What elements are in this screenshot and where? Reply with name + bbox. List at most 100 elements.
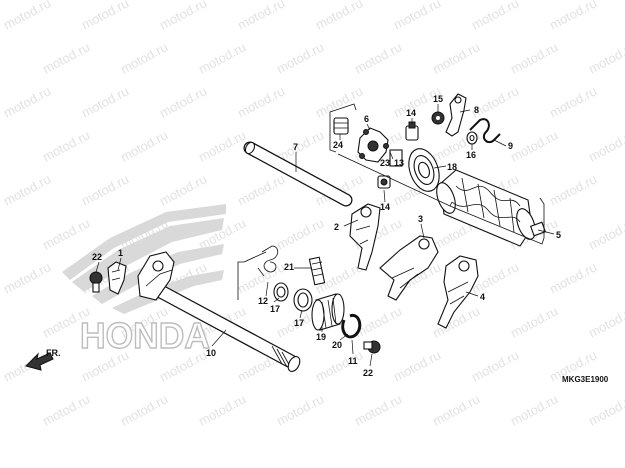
- watermark-layer: motod.ru motod.ru motod.ru motod.ru motod.ru…: [1, 0, 625, 429]
- watermark-text: motod.ru: [508, 391, 560, 428]
- part-17-washer-b: [293, 288, 313, 312]
- part-9-stopper-spring: [469, 118, 501, 144]
- callout-6: 6: [364, 114, 369, 124]
- callout-13: 13: [394, 158, 404, 168]
- watermark-text: motod.ru: [391, 347, 443, 384]
- watermark-text: motod.ru: [274, 391, 326, 428]
- callout-14-top: 14: [406, 108, 416, 118]
- callout-16: 16: [466, 150, 476, 160]
- watermark-text: motod.ru: [79, 83, 131, 120]
- callout-14-bottom: 14: [380, 202, 390, 212]
- watermark-text: motod.ru: [274, 215, 326, 252]
- watermark-text: motod.ru: [469, 83, 521, 120]
- callout-8: 8: [474, 105, 479, 115]
- part-18-bearing: [408, 148, 440, 192]
- watermark-text: motod.ru: [235, 83, 287, 120]
- watermark-text: motod.ru: [118, 127, 170, 164]
- watermark-text: motod.ru: [469, 347, 521, 384]
- callout-9: 9: [508, 141, 513, 151]
- watermark-text: motod.ru: [1, 83, 53, 120]
- callout-21: 21: [284, 262, 294, 272]
- callout-7: 7: [293, 142, 298, 152]
- watermark-text: motod.ru: [157, 83, 209, 120]
- watermark-text: motod.ru: [274, 39, 326, 76]
- front-direction-arrow: FR.: [25, 348, 61, 371]
- watermark-text: motod.ru: [79, 0, 131, 33]
- part-3-shift-fork: [379, 235, 439, 301]
- watermark-text: motod.ru: [40, 39, 92, 76]
- watermark-text: motod.ru: [40, 215, 92, 252]
- callout-19: 19: [316, 332, 326, 342]
- front-direction-label: FR.: [46, 348, 61, 358]
- callout-17-b: 17: [294, 318, 304, 328]
- drum-group-bracket: [329, 103, 545, 245]
- part-16-washer: [466, 131, 478, 145]
- watermark-text: motod.ru: [352, 39, 404, 76]
- callout-4: 4: [480, 292, 485, 302]
- part-14-bolt-bottom: [377, 175, 391, 189]
- watermark-text: motod.ru: [547, 0, 599, 33]
- callout-24: 24: [333, 140, 343, 150]
- watermark-text: motod.ru: [118, 39, 170, 76]
- part-13-pin: [389, 149, 403, 167]
- watermark-text: motod.ru: [586, 303, 625, 340]
- watermark-text: motod.ru: [196, 127, 248, 164]
- watermark-text: motod.ru: [430, 39, 482, 76]
- part-19-needle-bearing: [311, 293, 345, 331]
- watermark-text: motod.ru: [547, 83, 599, 120]
- part-22-bolt-right: [363, 340, 381, 354]
- watermark-text: motod.ru: [586, 391, 625, 428]
- part-15-bolt: [431, 111, 445, 125]
- part-1-return-spring: [107, 261, 127, 295]
- callout-1: 1: [118, 248, 123, 258]
- callout-17-a: 17: [270, 304, 280, 314]
- part-21-collar: [308, 256, 326, 286]
- watermark-text: motod.ru: [1, 259, 53, 296]
- callout-22-left: 22: [92, 252, 102, 262]
- watermark-text: motod.ru: [196, 391, 248, 428]
- watermark-text: motod.ru: [79, 171, 131, 208]
- callout-15: 15: [433, 94, 443, 104]
- watermark-text: motod.ru: [469, 0, 521, 33]
- leader-lines: [95, 104, 555, 367]
- callout-12: 12: [258, 296, 268, 306]
- watermark-text: motod.ru: [508, 303, 560, 340]
- watermark-text: motod.ru: [40, 391, 92, 428]
- callout-labels: 1 2 3 4 5 6 7 8 9 10 11 12 13 14 14 15 1…: [92, 94, 561, 378]
- watermark-text: motod.ru: [1, 171, 53, 208]
- watermark-text: motod.ru: [352, 391, 404, 428]
- callout-2: 2: [334, 222, 339, 232]
- watermark-text: motod.ru: [40, 127, 92, 164]
- drawing-code: MKG3E1900: [562, 375, 609, 384]
- watermark-text: motod.ru: [313, 0, 365, 33]
- watermark-text: motod.ru: [508, 39, 560, 76]
- part-5-shift-drum: [436, 169, 547, 247]
- callout-10: 10: [206, 348, 216, 358]
- watermark-text: motod.ru: [196, 39, 248, 76]
- watermark-text: motod.ru: [235, 171, 287, 208]
- watermark-text: motod.ru: [1, 0, 53, 33]
- watermark-text: motod.ru: [235, 0, 287, 33]
- part-14-bolt-top: [405, 121, 419, 141]
- watermark-text: motod.ru: [157, 171, 209, 208]
- part-8-stopper-arm: [445, 93, 467, 137]
- spindle-group-bracket: [237, 251, 267, 300]
- callout-5: 5: [556, 230, 561, 240]
- part-17-washer-a: [273, 282, 289, 302]
- part-4-shift-fork: [437, 255, 479, 329]
- watermark-text: motod.ru: [547, 171, 599, 208]
- watermark-text: motod.ru: [547, 259, 599, 296]
- callout-20: 20: [332, 340, 342, 350]
- callout-23: 23: [380, 158, 390, 168]
- part-6-shift-drum-center: [357, 127, 389, 163]
- watermark-text: motod.ru: [430, 391, 482, 428]
- part-7-fork-shaft: [243, 141, 353, 207]
- callout-3: 3: [418, 214, 423, 224]
- watermark-text: motod.ru: [391, 0, 443, 33]
- watermark-text: motod.ru: [118, 391, 170, 428]
- callout-22-right: 22: [363, 368, 373, 378]
- watermark-text: motod.ru: [157, 0, 209, 33]
- callout-18: 18: [447, 162, 457, 172]
- watermark-text: motod.ru: [508, 127, 560, 164]
